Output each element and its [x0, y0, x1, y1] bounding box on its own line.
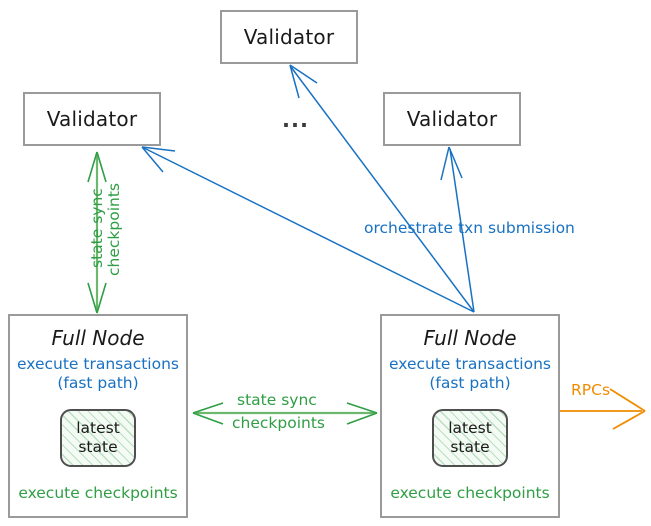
full-node-left-execute-checkpoints: execute checkpoints — [18, 484, 178, 502]
validator-top-label: Validator — [243, 25, 335, 49]
full-node-left-state-line2: state — [78, 438, 118, 456]
state-sync-vertical-label-line2: checkpoints — [105, 183, 123, 276]
full-node-left-exec-line1: execute transactions — [16, 355, 180, 373]
full-node-right-execute-checkpoints: execute checkpoints — [390, 484, 550, 502]
validator-left-box[interactable]: Validator — [23, 92, 161, 146]
full-node-right-exec-line1: execute transactions — [388, 355, 552, 373]
state-sync-horizontal-label-line1: state sync — [237, 391, 317, 409]
full-node-left-execute-transactions: execute transactions (fast path) — [10, 355, 186, 393]
full-node-right-state-line1: latest — [448, 419, 492, 437]
full-node-left-state-label: latest state — [76, 419, 120, 457]
validator-right-box[interactable]: Validator — [383, 92, 521, 146]
state-sync-horizontal-label-line2: checkpoints — [232, 414, 325, 432]
full-node-left-title: Full Node — [51, 326, 145, 350]
full-node-right-state-line2: state — [450, 438, 490, 456]
full-node-right-exec-line2: (fast path) — [429, 374, 511, 392]
validators-ellipsis: ... — [282, 108, 309, 132]
full-node-right-state-label: latest state — [448, 419, 492, 457]
full-node-left-latest-state-box[interactable]: latest state — [60, 409, 136, 467]
full-node-right-box[interactable]: Full Node execute transactions (fast pat… — [380, 314, 560, 518]
validator-top-box[interactable]: Validator — [220, 10, 358, 64]
orchestrate-txn-submission-label: orchestrate txn submission — [364, 219, 575, 237]
full-node-left-box[interactable]: Full Node execute transactions (fast pat… — [8, 314, 188, 518]
state-sync-vertical-label-line1: state sync — [88, 188, 106, 268]
full-node-right-execute-transactions: execute transactions (fast path) — [382, 355, 558, 393]
full-node-right-latest-state-box[interactable]: latest state — [432, 409, 508, 467]
rpcs-label: RPCs — [571, 381, 611, 399]
validator-left-label: Validator — [46, 107, 138, 131]
full-node-right-title: Full Node — [423, 326, 517, 350]
validator-right-label: Validator — [406, 107, 498, 131]
full-node-left-state-line1: latest — [76, 419, 120, 437]
full-node-left-exec-line2: (fast path) — [57, 374, 139, 392]
